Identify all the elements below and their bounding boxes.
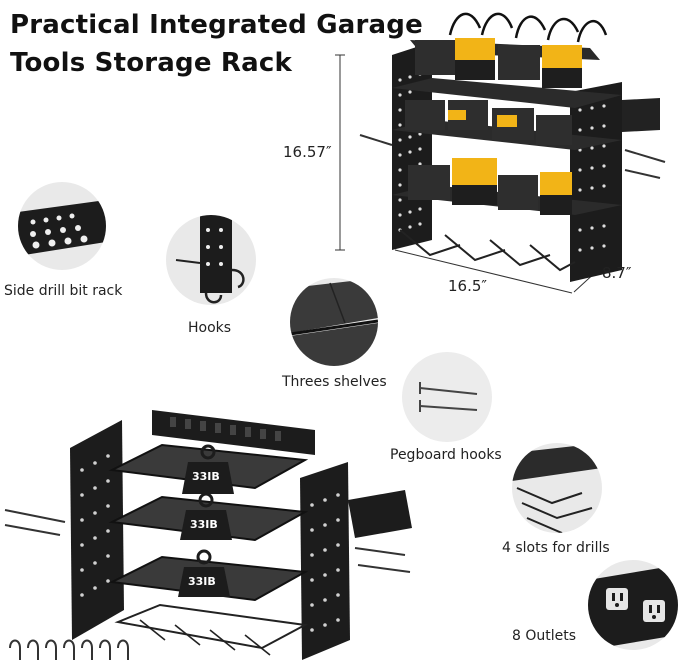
drill-bit-rack-label: Side drill bit rack (4, 283, 123, 299)
shelves-icon (290, 278, 378, 366)
outlets-icon (588, 560, 678, 650)
shelves-label: Threes shelves (282, 374, 387, 390)
page-title: Practical Integrated Garage Tools Storag… (10, 6, 423, 82)
drill-slots-label: 4 slots for drills (502, 540, 610, 556)
drill-bit-rack-icon (18, 182, 106, 270)
assembled-rack (359, 12, 666, 282)
pegboard-hooks-label: Pegboard hooks (390, 447, 502, 463)
hooks-label: Hooks (188, 320, 232, 336)
pegboard-hooks-icon (402, 352, 492, 442)
hooks-icon (166, 215, 256, 305)
width-dimension-label: 16.5″ (448, 277, 488, 295)
shelf-capacity-label-2: 33IB (190, 518, 218, 531)
shelf-capacity-label-3: 33IB (188, 575, 216, 588)
drill-slots-icon (512, 443, 602, 533)
shelf-capacity-label-1: 33IB (192, 470, 220, 483)
height-dimension-line (335, 54, 345, 251)
title-line-1: Practical Integrated Garage (10, 10, 423, 40)
depth-dimension-label: 8.7″ (602, 264, 632, 282)
exploded-view (4, 410, 412, 660)
height-dimension-label: 16.57″ (283, 143, 332, 161)
outlets-label: 8 Outlets (512, 628, 577, 644)
title-line-2: Tools Storage Rack (10, 48, 292, 78)
width-dimension-line (394, 249, 573, 294)
